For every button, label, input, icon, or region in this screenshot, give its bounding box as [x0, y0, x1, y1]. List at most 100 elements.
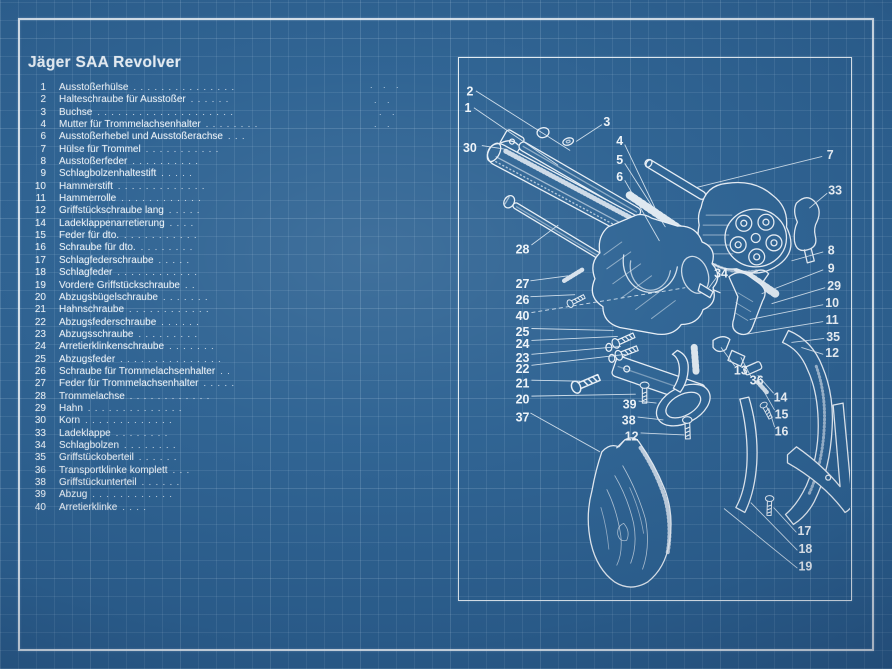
- callout-6-6: 6: [616, 170, 623, 184]
- leader-line-14-20: [757, 374, 774, 394]
- leader-line-1-1: [473, 107, 559, 166]
- callout-19-38: 19: [798, 560, 812, 574]
- leader-dots: . . . .: [169, 217, 195, 228]
- leader-line-3-3: [575, 124, 603, 142]
- callout-5-5: 5: [616, 153, 623, 167]
- part-number: 8: [40, 156, 46, 168]
- part-name: Feder für Trommelachsenhalter: [59, 378, 199, 390]
- leader-dots: . . . . . . . . . . . . . . .: [120, 353, 222, 364]
- leader-line-21-30: [531, 379, 581, 382]
- part-number: 3: [40, 106, 46, 118]
- leader-line-38-34: [637, 416, 664, 421]
- leader-dots: . . . . .: [203, 378, 236, 389]
- callout-28-7: 28: [516, 242, 530, 256]
- part-number: 26: [34, 365, 46, 377]
- part-name: Schlagfeder: [59, 267, 113, 279]
- leader-line-40-25: [531, 287, 686, 314]
- leader-dots: . . . . . . . . . . .: [145, 143, 220, 154]
- leader-line-15-21: [762, 388, 775, 411]
- part-name: Abzugsfeder: [59, 353, 116, 365]
- part-name: Hülse für Trommel: [59, 143, 141, 155]
- part-number: 35: [34, 452, 46, 464]
- part-name: Hahn: [59, 402, 83, 414]
- leader-dots: . . . . . . . .: [115, 427, 169, 438]
- leader-line-20-31: [531, 393, 636, 397]
- callout-25-26: 25: [516, 325, 530, 339]
- callout-35-15: 35: [826, 330, 840, 344]
- leader-line-30-2: [481, 145, 507, 150]
- callout-22-29: 22: [516, 362, 530, 376]
- part-name: Schlagbolzen: [59, 439, 120, 451]
- receiver: [591, 213, 719, 336]
- stray-dot-0: . . .: [370, 80, 403, 90]
- leader-line-8-10: [791, 251, 824, 262]
- part-number: 6: [40, 131, 46, 143]
- part-number: 17: [34, 254, 46, 266]
- firing-pin: [697, 283, 721, 299]
- leader-dots: . . . . . . .: [169, 341, 215, 352]
- part-name: Hahnschraube: [59, 304, 125, 316]
- part-number: 38: [34, 477, 46, 488]
- leader-dots: . . . . . .: [190, 94, 230, 105]
- callout-17-36: 17: [797, 524, 811, 538]
- part-number: 25: [34, 353, 46, 365]
- callout-38-34: 38: [622, 413, 636, 427]
- leader-line-37-32: [530, 412, 601, 453]
- callout-2-0: 2: [466, 84, 473, 98]
- part-name: Halteschraube für Ausstoßer: [59, 94, 186, 106]
- leader-line-19-38: [723, 508, 798, 569]
- bushing: [562, 137, 575, 146]
- leader-line-11-14: [744, 321, 824, 335]
- part-name: Hammerrolle: [59, 193, 117, 205]
- callout-20-31: 20: [516, 393, 530, 407]
- leader-line-24-27: [531, 336, 618, 341]
- part-name: Arretierklinke: [59, 501, 118, 513]
- stray-dot-2: . .: [379, 107, 399, 117]
- callout-9-11: 9: [828, 261, 835, 275]
- part-name: Ausstoßerfeder: [59, 156, 128, 168]
- grip: [587, 437, 672, 588]
- leader-line-5-5: [624, 163, 666, 228]
- part-name: Abzug: [59, 489, 88, 501]
- part-number: 16: [34, 242, 46, 254]
- leader-line-12-35: [640, 432, 685, 436]
- callout-24-27: 24: [516, 337, 530, 351]
- part-row-25: 25 Abzugsfeder . . . . . . . . . . . . . .…: [28, 353, 258, 365]
- revolver-diagram: 2130345628733892910113512341336141516272…: [463, 84, 850, 588]
- callout-37-32: 37: [516, 410, 530, 424]
- part-name: Schlagbolzenhaltestift: [59, 168, 157, 180]
- part-number: 14: [34, 217, 46, 229]
- leader-dots: . . . . . . .: [162, 291, 209, 302]
- part-name: Ladeklappe: [59, 427, 111, 439]
- part-number: 36: [34, 464, 46, 476]
- leader-line-36-19: [740, 357, 752, 377]
- leader-dots: . . . . . . . . . . . .: [121, 193, 202, 204]
- callout-29-12: 29: [827, 279, 841, 293]
- page-border: [18, 18, 874, 651]
- part-number: 23: [34, 328, 46, 340]
- retainer-clip: [536, 126, 550, 139]
- part-name: Schraube für dto.: [59, 242, 136, 254]
- leader-dots: . . . . . . . . . . . .: [129, 390, 211, 401]
- leader-line-18-37: [750, 502, 798, 551]
- leader-dots: . . . . . . . . . . . . . .: [87, 402, 183, 413]
- hammer: [728, 269, 770, 336]
- part-name: Griffstückoberteil: [59, 452, 134, 464]
- callout-39-33: 39: [623, 398, 637, 412]
- part-number: 7: [40, 143, 46, 155]
